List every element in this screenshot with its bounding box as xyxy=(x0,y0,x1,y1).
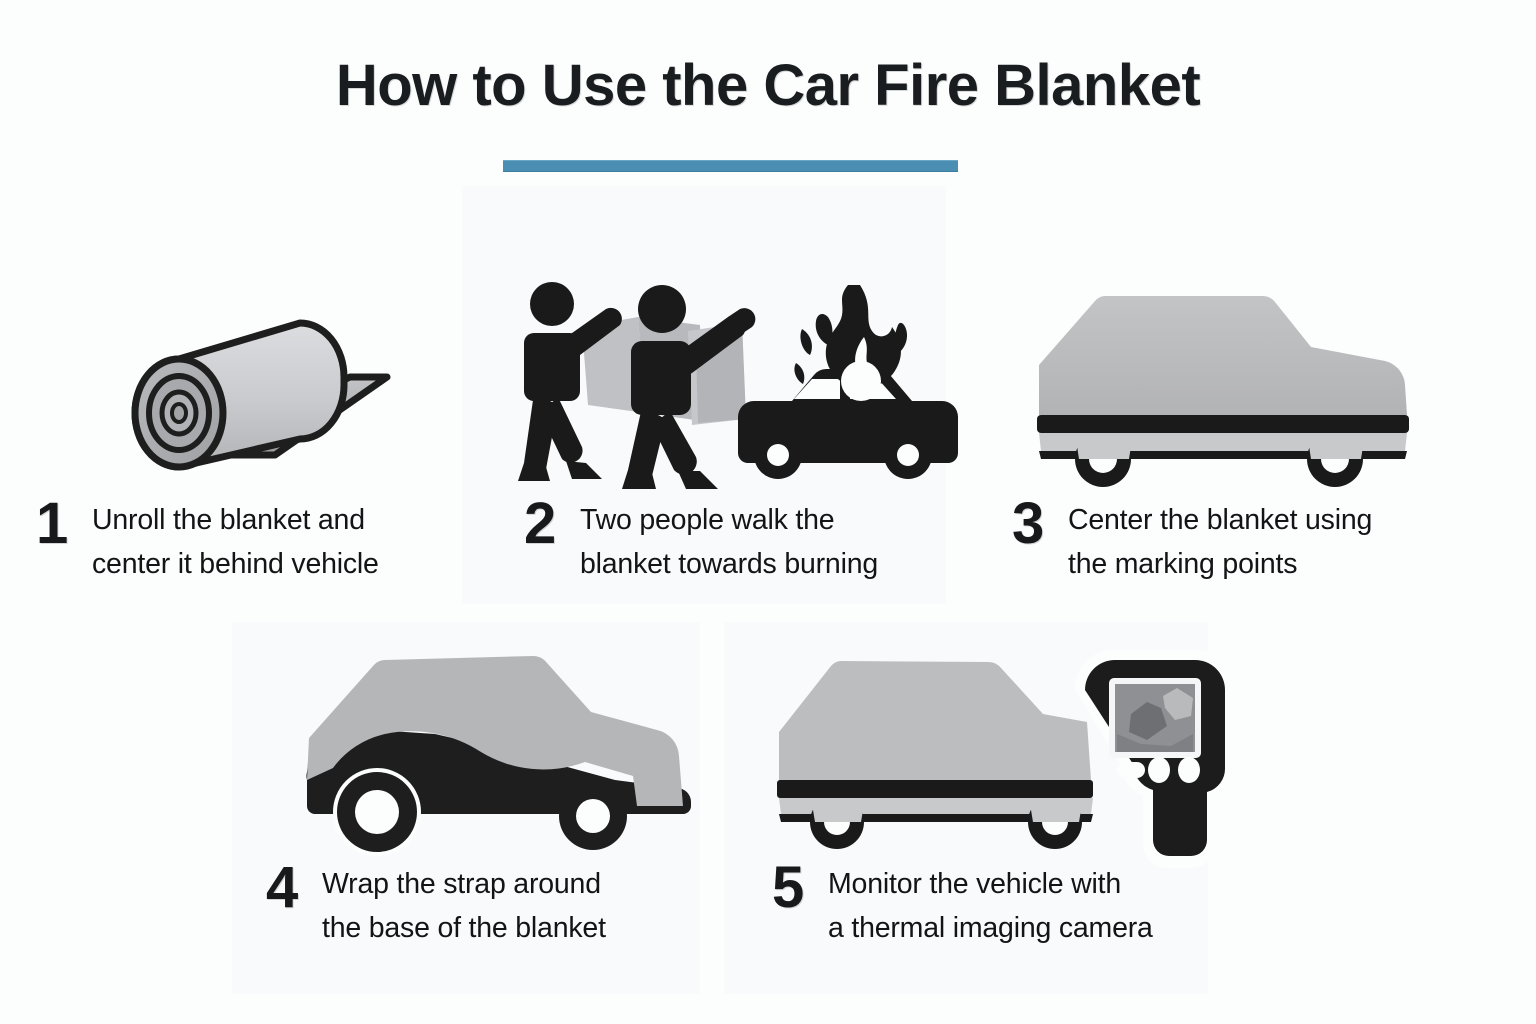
step-4-text: Wrap the strap around the base of the bl… xyxy=(322,868,606,944)
person-rear-pictogram xyxy=(518,282,622,481)
header: How to Use the Car Fire Blanket xyxy=(0,0,1536,200)
title-accent-underline xyxy=(503,160,958,172)
step-2-number: 2 xyxy=(524,491,557,556)
step-1: 1 Unroll the blanket and center it behin… xyxy=(0,250,470,610)
step-5-text: Monitor the vehicle with a thermal imagi… xyxy=(828,868,1153,944)
covered-car-shape xyxy=(777,661,1093,849)
step-1-number: 1 xyxy=(36,491,69,556)
step-3-text: Center the blanket using the marking poi… xyxy=(1068,504,1373,580)
step-2-caption: 2 Two people walk the blanket towards bu… xyxy=(524,491,879,586)
step-5-caption: 5 Monitor the vehicle with a thermal ima… xyxy=(772,855,1153,950)
car-partially-covered-icon xyxy=(285,630,725,865)
flame-icon xyxy=(794,285,908,401)
step-2: 2 Two people walk the blanket towards bu… xyxy=(500,250,970,610)
step-1-caption: 1 Unroll the blanket and center it behin… xyxy=(36,491,379,586)
rolled-blanket-icon xyxy=(75,295,405,495)
step-5: 5 Monitor the vehicle with a thermal ima… xyxy=(760,620,1250,980)
thermal-camera-shape xyxy=(1074,650,1230,868)
step-4-caption: 4 Wrap the strap around the base of the … xyxy=(266,855,606,950)
burning-car-pictogram xyxy=(738,369,958,479)
step-2-text: Two people walk the blanket towards burn… xyxy=(580,504,879,580)
person-front-pictogram xyxy=(622,285,756,489)
step-4: 4 Wrap the strap around the base of the … xyxy=(250,620,720,980)
step-1-text: Unroll the blanket and center it behind … xyxy=(92,504,379,580)
two-people-carrying-blanket-to-burning-car-icon xyxy=(510,265,970,495)
covered-car-icon xyxy=(1025,275,1455,500)
covered-car-with-thermal-camera-icon xyxy=(765,640,1230,875)
step-4-number: 4 xyxy=(266,855,299,920)
step-3: 3 Center the blanket using the marking p… xyxy=(1000,250,1490,610)
page-title: How to Use the Car Fire Blanket xyxy=(335,53,1201,118)
step-3-caption: 3 Center the blanket using the marking p… xyxy=(1012,491,1373,586)
step-5-number: 5 xyxy=(772,855,805,920)
step-3-number: 3 xyxy=(1012,491,1045,556)
